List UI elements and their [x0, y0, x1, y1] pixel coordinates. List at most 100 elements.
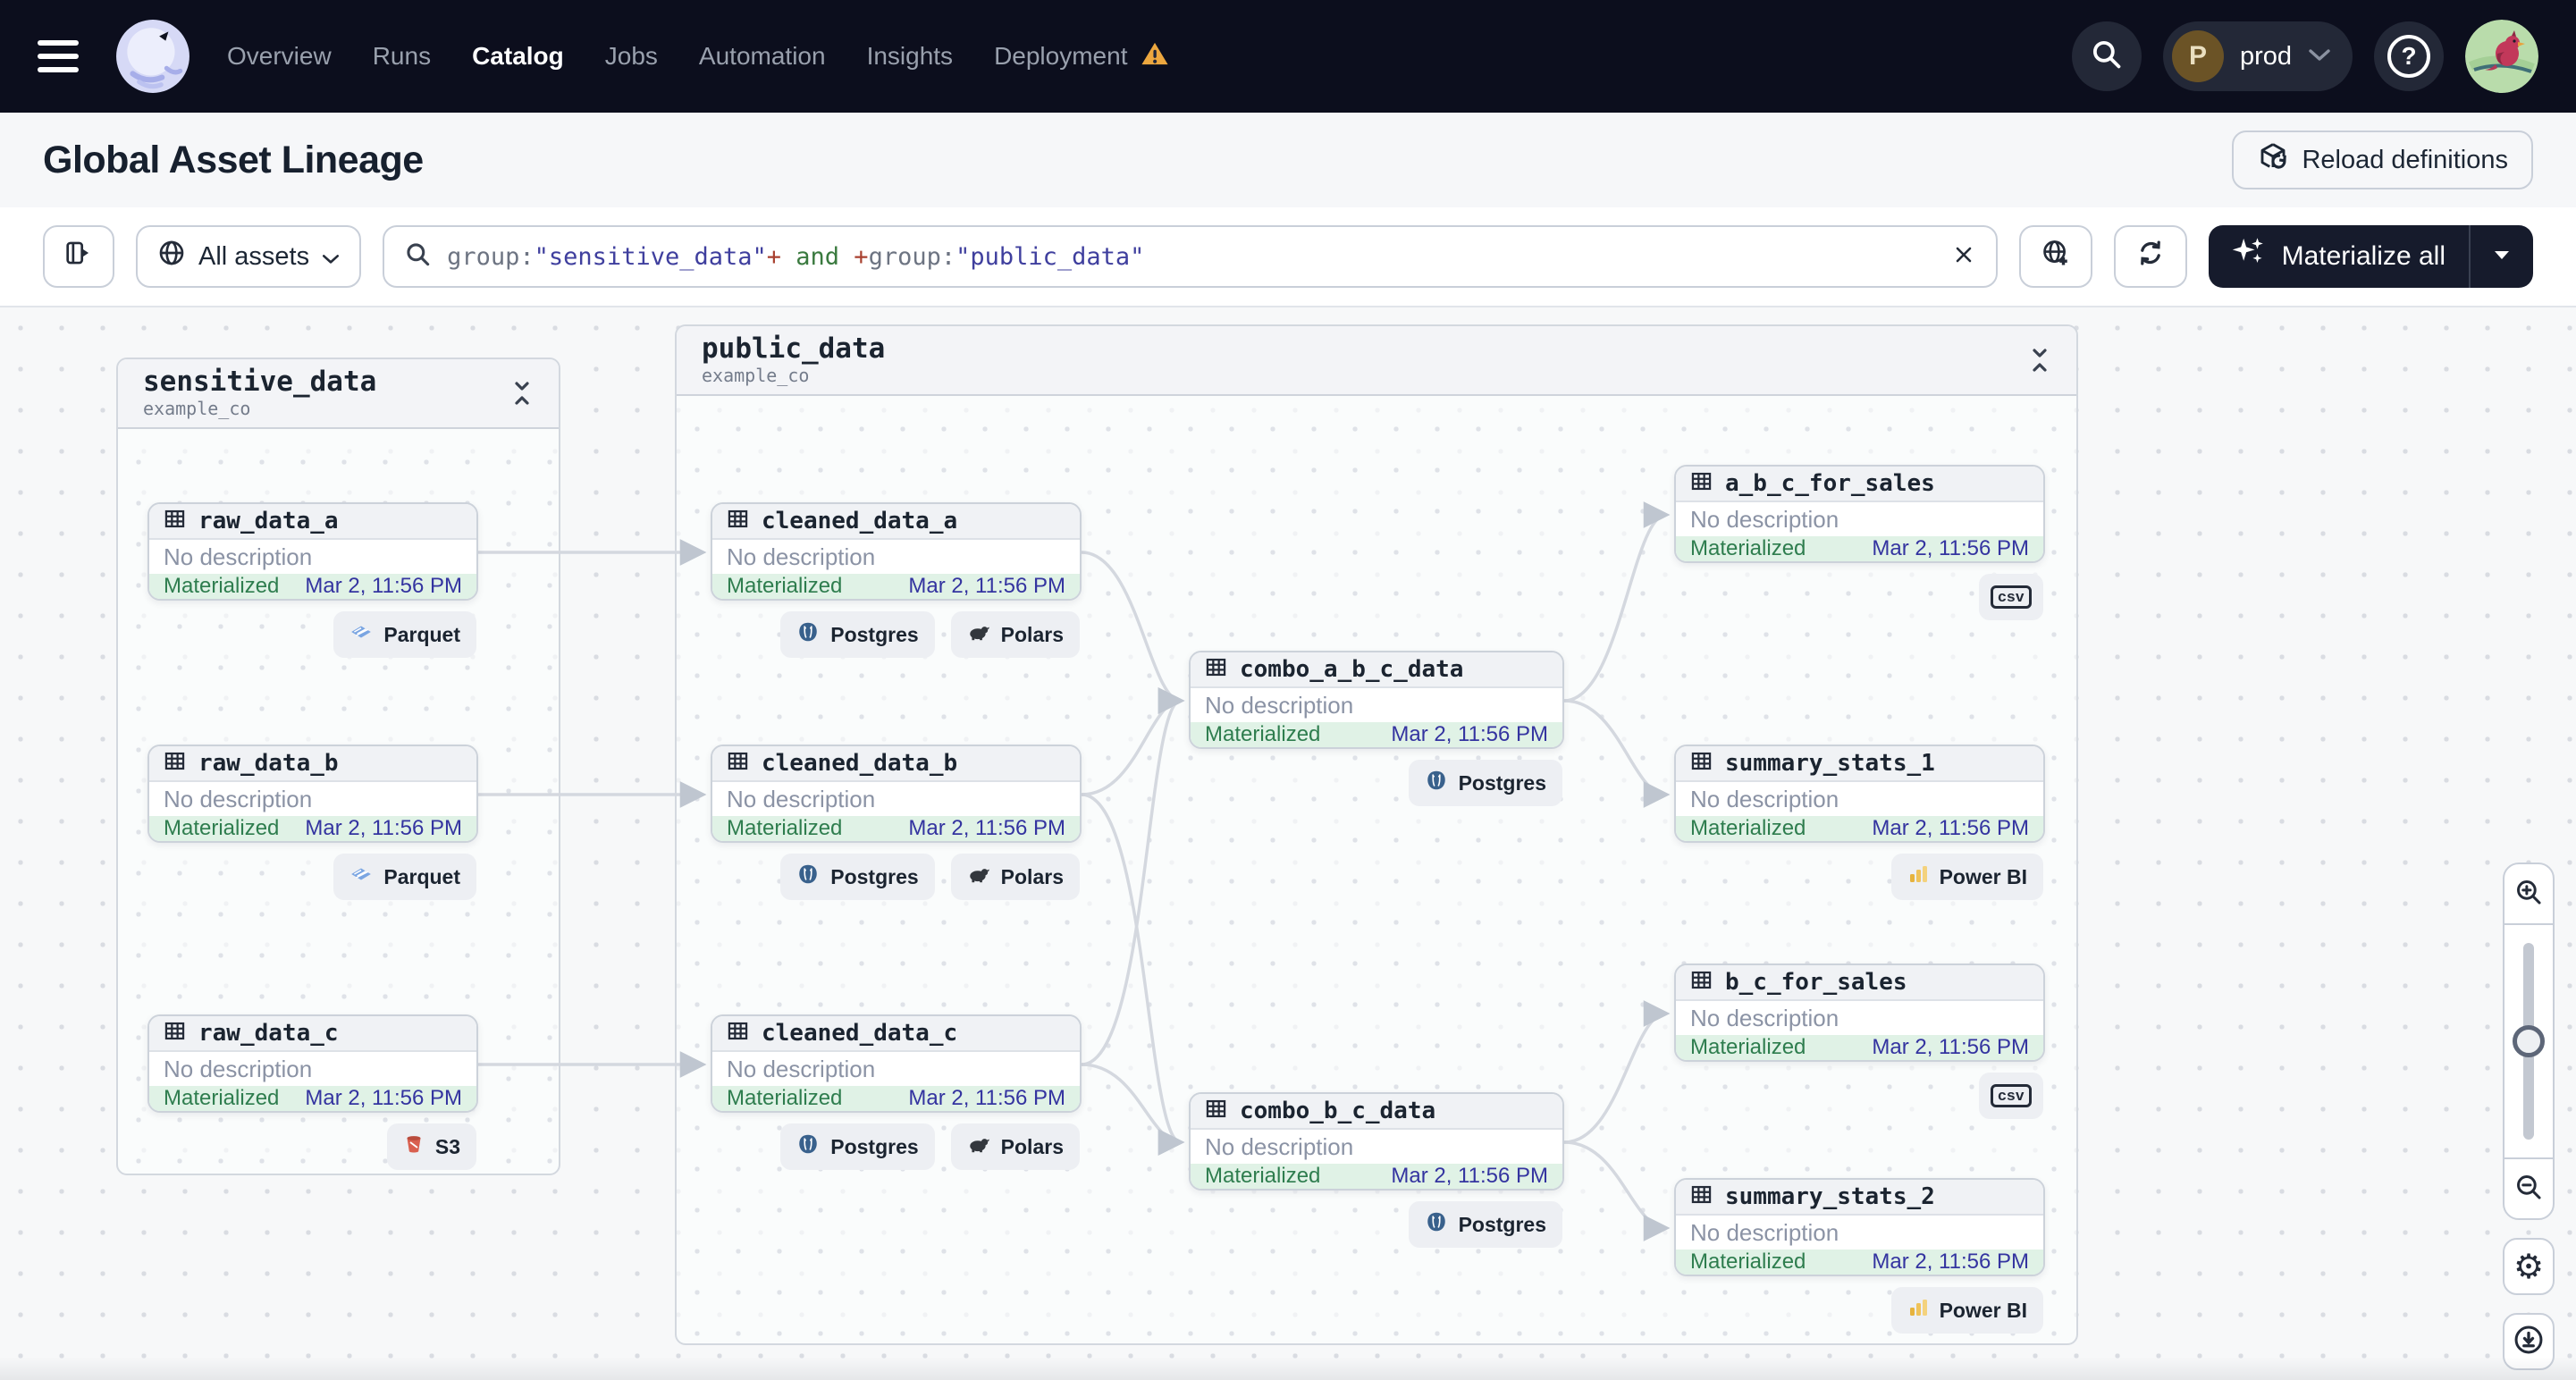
asset-node-combo-a-b-c-data[interactable]: combo_a_b_c_data No description Material…: [1189, 651, 1564, 806]
nav-item-automation[interactable]: Automation: [698, 42, 826, 70]
asset-description: No description: [727, 785, 876, 812]
nav-item-jobs[interactable]: Jobs: [604, 42, 658, 70]
download-image-button[interactable]: [2503, 1313, 2555, 1370]
asset-description: No description: [1690, 1218, 1839, 1246]
badge-label: Postgres: [830, 1134, 919, 1158]
collapse-group-icon[interactable]: [510, 379, 534, 408]
table-icon: [726, 507, 750, 535]
badge-powerbi: Power BI: [1890, 1287, 2043, 1334]
badge-postgres: Postgres: [780, 1123, 935, 1170]
asset-badges: Postgres Polars: [780, 854, 1080, 900]
badge-label: Postgres: [830, 864, 919, 888]
asset-timestamp: Mar 2, 11:56 PM: [305, 816, 462, 840]
asset-node-cleaned-data-b[interactable]: cleaned_data_b No description Materializ…: [711, 745, 1082, 900]
lineage-settings-button[interactable]: ⚙: [2503, 1238, 2555, 1295]
asset-name: cleaned_data_a: [762, 508, 958, 534]
zoom-out-button[interactable]: [2504, 1159, 2553, 1218]
asset-node-cleaned-data-a[interactable]: cleaned_data_a No description Materializ…: [711, 502, 1082, 658]
asset-node-summary-stats-1[interactable]: summary_stats_1 No description Materiali…: [1674, 745, 2045, 900]
clear-search-icon[interactable]: [1951, 242, 1976, 272]
help-button[interactable]: ?: [2374, 21, 2444, 91]
materialize-options-button[interactable]: [2469, 225, 2533, 288]
asset-node-a-b-c-for-sales[interactable]: a_b_c_for_sales No description Materiali…: [1674, 465, 2045, 620]
asset-status: Materialized: [164, 1086, 280, 1110]
asset-timestamp: Mar 2, 11:56 PM: [1872, 1035, 2029, 1059]
csv-icon: csv: [1991, 1083, 2032, 1108]
asset-badges: Postgres Polars: [780, 611, 1080, 658]
asset-name: summary_stats_2: [1725, 1183, 1935, 1210]
badge-csv: csv: [1979, 574, 2043, 620]
page-header: Global Asset Lineage Reload definitions: [0, 113, 2576, 207]
asset-status: Materialized: [1690, 1250, 1806, 1274]
nav-item-runs[interactable]: Runs: [372, 42, 432, 70]
s3-icon: [403, 1133, 425, 1160]
materialize-all-button[interactable]: Materialize all: [2209, 225, 2469, 288]
nav-item-insights[interactable]: Insights: [866, 42, 954, 70]
asset-description: No description: [1690, 505, 1839, 533]
group-view-toggle-button[interactable]: [2018, 225, 2092, 288]
zoom-slider[interactable]: [2504, 923, 2553, 1159]
polars-icon: [967, 620, 990, 649]
lineage-canvas[interactable]: sensitive_data example_co public_data ex…: [0, 307, 2576, 1380]
zoom-in-button[interactable]: [2504, 864, 2553, 923]
badge-polars: Polars: [950, 1123, 1080, 1170]
zoom-controls: [2503, 862, 2555, 1220]
nav-item-catalog[interactable]: Catalog: [472, 42, 564, 70]
asset-name: raw_data_a: [198, 508, 339, 534]
asset-node-b-c-for-sales[interactable]: b_c_for_sales No description Materialize…: [1674, 963, 2045, 1119]
asset-node-summary-stats-2[interactable]: summary_stats_2 No description Materiali…: [1674, 1178, 2045, 1334]
environment-name: prod: [2239, 41, 2292, 71]
nav-item-overview[interactable]: Overview: [227, 42, 332, 70]
postgres-icon: [1425, 1210, 1448, 1239]
table-icon: [163, 749, 187, 778]
reload-definitions-button[interactable]: Reload definitions: [2232, 130, 2533, 189]
zoom-slider-thumb[interactable]: [2513, 1025, 2545, 1057]
asset-filter-dropdown[interactable]: All assets: [136, 225, 362, 288]
asset-search-input[interactable]: group:"sensitive_data"+ and +group:"publ…: [383, 225, 1998, 288]
asset-description: No description: [727, 1055, 876, 1082]
asset-name: summary_stats_1: [1725, 750, 1935, 777]
asset-badges: csv: [1979, 1073, 2043, 1119]
collapse-group-icon[interactable]: [2028, 346, 2051, 374]
sparkle-icon: [2232, 236, 2266, 277]
refresh-button[interactable]: [2113, 225, 2187, 288]
asset-timestamp: Mar 2, 11:56 PM: [305, 1086, 462, 1110]
group-header: public_data example_co: [677, 326, 2076, 396]
globe-plus-icon: [2041, 238, 2071, 275]
asset-description: No description: [1205, 1132, 1354, 1160]
menu-icon[interactable]: [38, 40, 79, 72]
asset-node-combo-b-c-data[interactable]: combo_b_c_data No description Materializ…: [1189, 1092, 1564, 1248]
open-asset-panel-button[interactable]: [43, 225, 114, 288]
group-title: public_data: [702, 332, 886, 365]
asset-badges: Power BI: [1890, 1287, 2043, 1334]
badge-label: Power BI: [1939, 1298, 2027, 1322]
polars-icon: [967, 862, 990, 891]
asset-description: No description: [1690, 1004, 1839, 1031]
asset-node-cleaned-data-c[interactable]: cleaned_data_c No description Materializ…: [711, 1014, 1082, 1170]
dagster-logo[interactable]: [114, 18, 191, 95]
environment-switcher[interactable]: P prod: [2162, 21, 2353, 91]
group-title: sensitive_data: [143, 365, 377, 398]
nav-item-deployment[interactable]: Deployment: [994, 40, 1170, 73]
asset-badges: csv: [1979, 574, 2043, 620]
user-avatar[interactable]: [2465, 20, 2538, 93]
badge-powerbi: Power BI: [1890, 854, 2043, 900]
reload-definitions-label: Reload definitions: [2302, 145, 2508, 174]
asset-filter-label: All assets: [198, 241, 310, 271]
badge-label: Postgres: [1458, 770, 1546, 795]
postgres-icon: [796, 862, 820, 891]
asset-name: combo_a_b_c_data: [1240, 656, 1464, 683]
asset-name: combo_b_c_data: [1240, 1098, 1436, 1124]
help-icon: ?: [2387, 35, 2430, 78]
asset-description: No description: [1690, 785, 1839, 812]
asset-timestamp: Mar 2, 11:56 PM: [908, 816, 1065, 840]
badge-label: Postgres: [830, 622, 919, 646]
table-icon: [1204, 1097, 1228, 1125]
search-button[interactable]: [2071, 21, 2142, 91]
asset-status: Materialized: [727, 816, 843, 840]
group-location: example_co: [143, 398, 251, 420]
asset-name: b_c_for_sales: [1725, 969, 1907, 996]
